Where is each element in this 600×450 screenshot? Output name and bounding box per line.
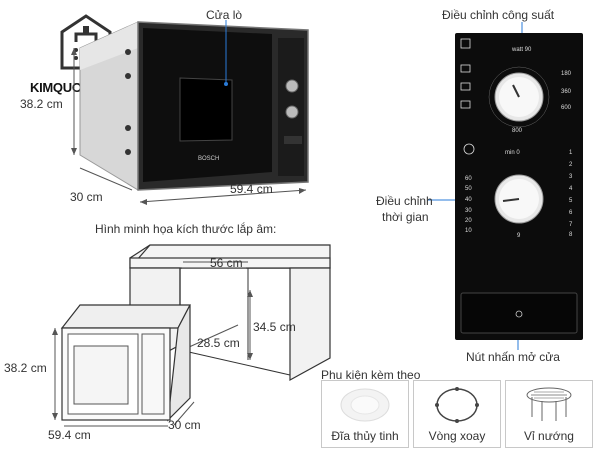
time-tick-4: 4 bbox=[569, 186, 573, 192]
grill-rack-icon bbox=[526, 387, 572, 421]
time-tick-50: 50 bbox=[465, 186, 472, 192]
accessory-grill-rack: Vỉ nướng bbox=[505, 380, 593, 448]
niche-width-dimension: 56 cm bbox=[210, 256, 243, 270]
time-tick-30: 30 bbox=[465, 208, 472, 214]
time-tick-3: 3 bbox=[569, 174, 573, 180]
depth-dimension: 30 cm bbox=[70, 190, 103, 204]
time-tick-40: 40 bbox=[465, 197, 472, 203]
power-tick-360: 360 bbox=[561, 89, 572, 95]
oven-brand-text: BOSCH bbox=[198, 156, 219, 162]
time-tick-20: 20 bbox=[465, 218, 472, 224]
time-tick-60: 60 bbox=[465, 176, 472, 182]
install-title: Hình minh họa kích thước lắp âm: bbox=[95, 222, 277, 236]
glass-plate-icon bbox=[340, 388, 390, 422]
power-tick-180: 180 bbox=[561, 71, 572, 77]
time-tick-2: 2 bbox=[569, 162, 573, 168]
power-tick-600: 600 bbox=[561, 105, 572, 111]
accessory-label: Đĩa thủy tinh bbox=[331, 429, 399, 443]
time-tick-min0: min 0 bbox=[505, 150, 520, 156]
cabinet-illustration bbox=[52, 244, 331, 427]
power-tick-800: 800 bbox=[512, 128, 523, 134]
rotating-ring-icon bbox=[435, 387, 479, 423]
time-tick-6: 6 bbox=[569, 210, 573, 216]
height-dimension: 38.2 cm bbox=[20, 97, 63, 111]
time-control-label-2: thời gian bbox=[382, 210, 429, 224]
power-control-label: Điều chỉnh công suất bbox=[442, 8, 555, 22]
accessory-label: Vỉ nướng bbox=[524, 429, 574, 443]
time-tick-10: 10 bbox=[465, 228, 472, 234]
width-dimension: 59.4 cm bbox=[230, 182, 273, 196]
control-panel-graphics bbox=[460, 38, 578, 334]
oven-3d-view: BOSCH bbox=[71, 20, 309, 205]
oven-height-dimension: 38.2 cm bbox=[4, 361, 47, 375]
time-tick-1: 1 bbox=[569, 150, 573, 156]
time-tick-5: 5 bbox=[569, 198, 573, 204]
niche-depth-dimension: 28.5 cm bbox=[197, 336, 240, 350]
oven-depth-dimension: 30 cm bbox=[168, 418, 201, 432]
accessory-rotating-ring: Vòng xoay bbox=[413, 380, 501, 448]
door-button-label: Nút nhấn mở cửa bbox=[466, 350, 560, 364]
door-label: Cửa lò bbox=[206, 8, 243, 22]
watt-marker: watt 90 bbox=[512, 47, 532, 53]
accessories-title: Phụ kiện kèm theo bbox=[321, 368, 421, 382]
time-control-label-1: Điều chỉnh bbox=[376, 194, 433, 208]
time-tick-9: 9 bbox=[517, 233, 521, 239]
niche-height-dimension: 34.5 cm bbox=[253, 320, 296, 334]
accessory-glass-plate: Đĩa thủy tinh bbox=[321, 380, 409, 448]
time-tick-8: 8 bbox=[569, 232, 573, 238]
control-panel: watt 90 180 360 600 800 min 0 60 50 40 3… bbox=[455, 33, 583, 340]
time-tick-7: 7 bbox=[569, 222, 573, 228]
oven-width-dimension: 59.4 cm bbox=[48, 428, 91, 442]
accessory-label: Vòng xoay bbox=[428, 429, 486, 443]
